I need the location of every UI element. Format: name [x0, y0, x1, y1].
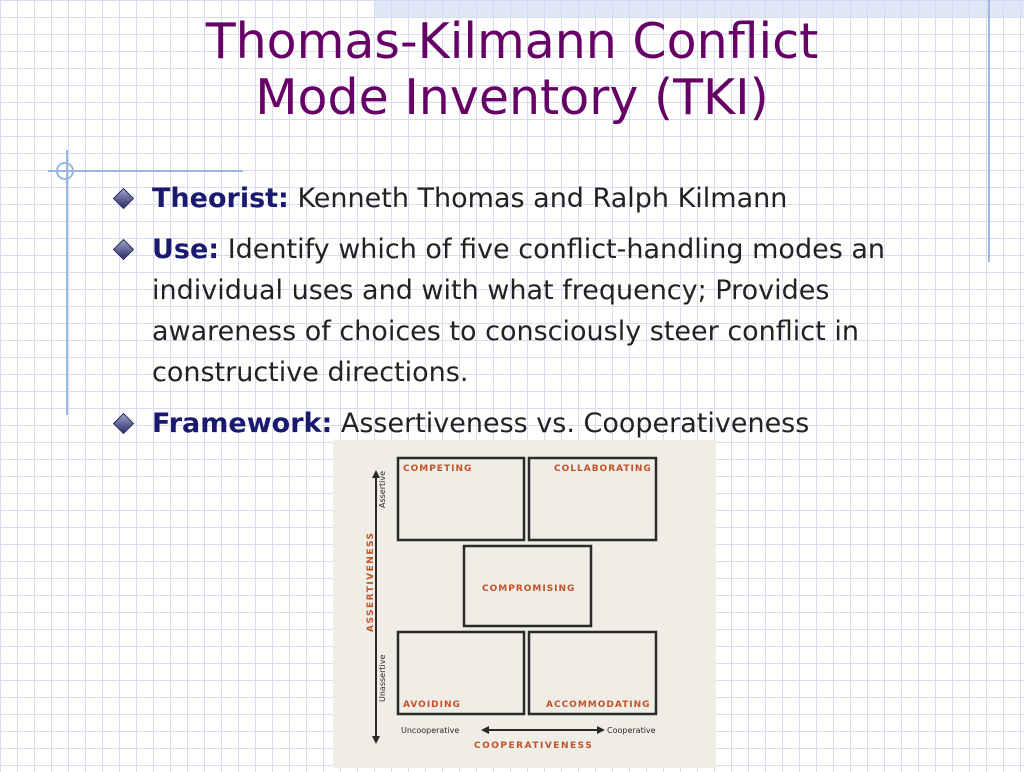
diamond-bullet-icon [112, 412, 135, 435]
collaborating-label: COLLABORATING [554, 464, 652, 474]
decorative-circle [56, 162, 74, 180]
tki-diagram: Assertive ASSERTIVENESS Unassertive COMP… [333, 440, 716, 768]
avoiding-label: AVOIDING [403, 700, 461, 710]
x-axis-high-label: Cooperative [607, 726, 656, 735]
header-band [375, 0, 1024, 17]
bullet-framework: Framework: Assertiveness vs. Cooperative… [112, 403, 972, 444]
y-axis-name: ASSERTIVENESS [366, 531, 376, 632]
diamond-bullet-icon [112, 187, 135, 210]
compromising-label: COMPROMISING [482, 584, 575, 594]
collaborating-box [527, 456, 658, 542]
competing-box [396, 456, 526, 542]
bullet-text: Kenneth Thomas and Ralph Kilmann [288, 183, 788, 214]
decorative-line-right [988, 0, 990, 262]
y-axis-high-label: Assertive [378, 471, 387, 508]
bullet-theorist: Theorist: Kenneth Thomas and Ralph Kilma… [112, 178, 972, 219]
x-axis-name: COOPERATIVENESS [474, 741, 593, 751]
accommodating-box [527, 630, 658, 716]
decorative-line-left [66, 150, 68, 415]
bullet-text: Identify which of five conflict-handling… [152, 234, 885, 388]
avoiding-box [396, 630, 526, 716]
title-line-1: Thomas-Kilmann Conflict [205, 13, 819, 70]
x-axis-low-label: Uncooperative [401, 726, 459, 735]
bullet-text: Assertiveness vs. Cooperativeness [332, 408, 810, 439]
decorative-line-top [48, 170, 243, 172]
bullet-use: Use: Identify which of five conflict-han… [112, 229, 972, 393]
compromising-box [462, 544, 593, 628]
tki-diagram-svg: Assertive ASSERTIVENESS Unassertive COMP… [366, 456, 658, 751]
accommodating-label: ACCOMMODATING [546, 700, 651, 710]
bullet-label: Theorist: [152, 183, 289, 214]
y-axis-low-label: Unassertive [378, 655, 387, 702]
diamond-bullet-icon [112, 238, 135, 261]
bullet-label: Use: [152, 234, 220, 265]
competing-label: COMPETING [403, 464, 472, 474]
slide-title: Thomas-Kilmann Conflict Mode Inventory (… [0, 14, 1024, 126]
title-line-2: Mode Inventory (TKI) [255, 69, 769, 126]
bullet-list: Theorist: Kenneth Thomas and Ralph Kilma… [112, 178, 972, 454]
bullet-label: Framework: [152, 408, 333, 439]
